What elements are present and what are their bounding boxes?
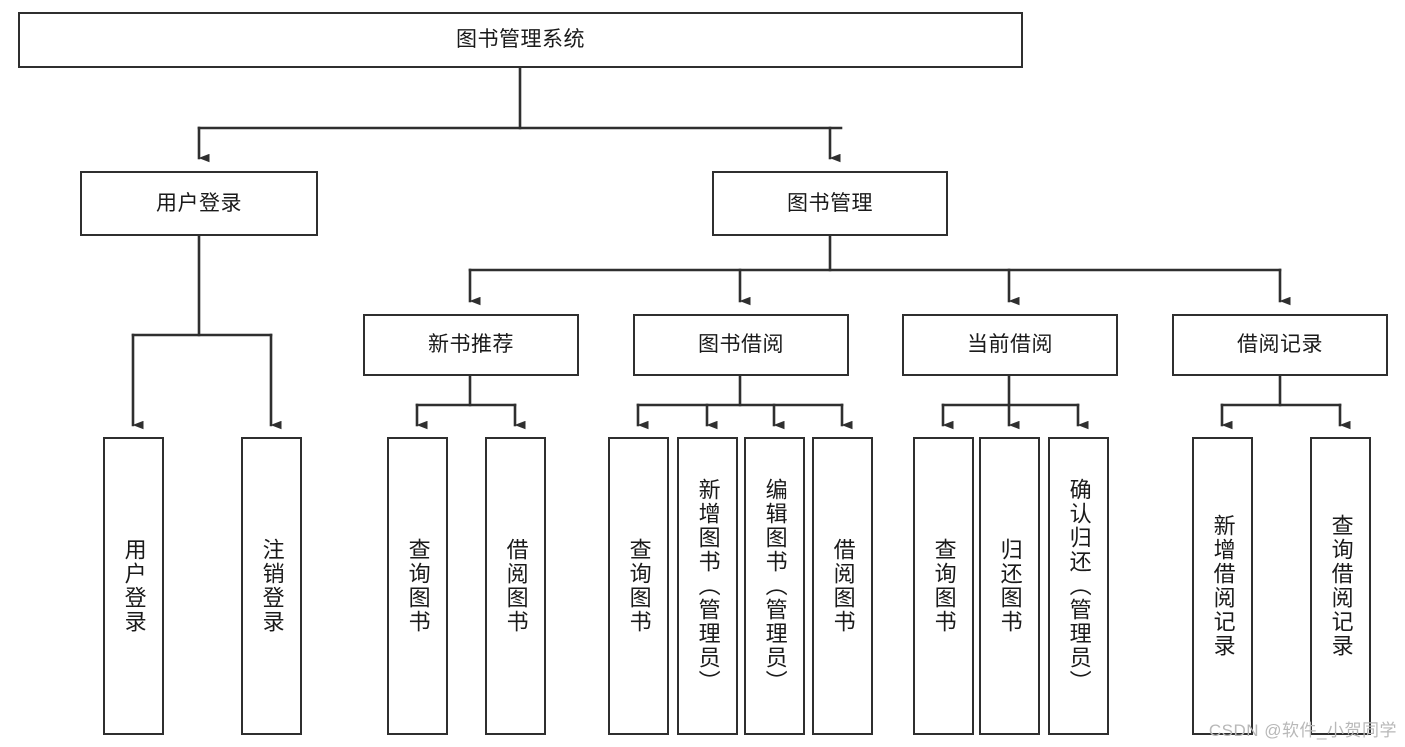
node-current-borrow[interactable]: 当前借阅 xyxy=(902,314,1118,376)
node-book-borrow[interactable]: 图书借阅 xyxy=(633,314,849,376)
leaf-current-borrow-return-book[interactable]: 归还图书 xyxy=(979,437,1040,735)
node-label: 查询图书 xyxy=(931,538,957,634)
node-user-login[interactable]: 用户登录 xyxy=(80,171,318,236)
node-label: 用户登录 xyxy=(156,191,242,215)
leaf-book-borrow-query-book[interactable]: 查询图书 xyxy=(608,437,669,735)
node-label: 图书管理系统 xyxy=(456,28,585,52)
leaf-book-borrow-edit-book-admin[interactable]: 编辑图书（管理员） xyxy=(744,437,805,735)
node-root-book-management-system[interactable]: 图书管理系统 xyxy=(18,12,1023,68)
node-label: 图书借阅 xyxy=(698,333,784,357)
leaf-user-login-login[interactable]: 用户登录 xyxy=(103,437,164,735)
node-label: 查询借阅记录 xyxy=(1328,514,1354,658)
leaf-book-borrow-borrow-book[interactable]: 借阅图书 xyxy=(812,437,873,735)
node-label: 用户登录 xyxy=(121,538,147,634)
node-label: 新书推荐 xyxy=(428,333,514,357)
leaf-book-borrow-add-book-admin[interactable]: 新增图书（管理员） xyxy=(677,437,738,735)
node-label: 新增借阅记录 xyxy=(1210,514,1236,658)
node-label: 借阅图书 xyxy=(503,538,529,634)
node-label: 查询图书 xyxy=(405,538,431,634)
leaf-borrow-record-add-record[interactable]: 新增借阅记录 xyxy=(1192,437,1253,735)
leaf-new-book-borrow-book[interactable]: 借阅图书 xyxy=(485,437,546,735)
node-book-management[interactable]: 图书管理 xyxy=(712,171,948,236)
node-label: 注销登录 xyxy=(259,538,285,634)
node-label: 查询图书 xyxy=(626,538,652,634)
leaf-new-book-query-book[interactable]: 查询图书 xyxy=(387,437,448,735)
leaf-current-borrow-query-book[interactable]: 查询图书 xyxy=(913,437,974,735)
leaf-borrow-record-query-record[interactable]: 查询借阅记录 xyxy=(1310,437,1371,735)
node-label: 新增图书（管理员） xyxy=(695,478,721,694)
node-label: 归还图书 xyxy=(997,538,1023,634)
node-label: 确认归还（管理员） xyxy=(1066,478,1092,694)
node-label: 当前借阅 xyxy=(967,333,1053,357)
leaf-current-borrow-confirm-return-admin[interactable]: 确认归还（管理员） xyxy=(1048,437,1109,735)
node-label: 借阅记录 xyxy=(1237,333,1323,357)
node-borrow-record[interactable]: 借阅记录 xyxy=(1172,314,1388,376)
node-new-book-recommend[interactable]: 新书推荐 xyxy=(363,314,579,376)
node-label: 借阅图书 xyxy=(830,538,856,634)
node-label: 编辑图书（管理员） xyxy=(762,478,788,694)
leaf-user-login-logout[interactable]: 注销登录 xyxy=(241,437,302,735)
node-label: 图书管理 xyxy=(787,191,873,215)
watermark-text: CSDN @软件_小贺同学 xyxy=(1208,721,1397,740)
